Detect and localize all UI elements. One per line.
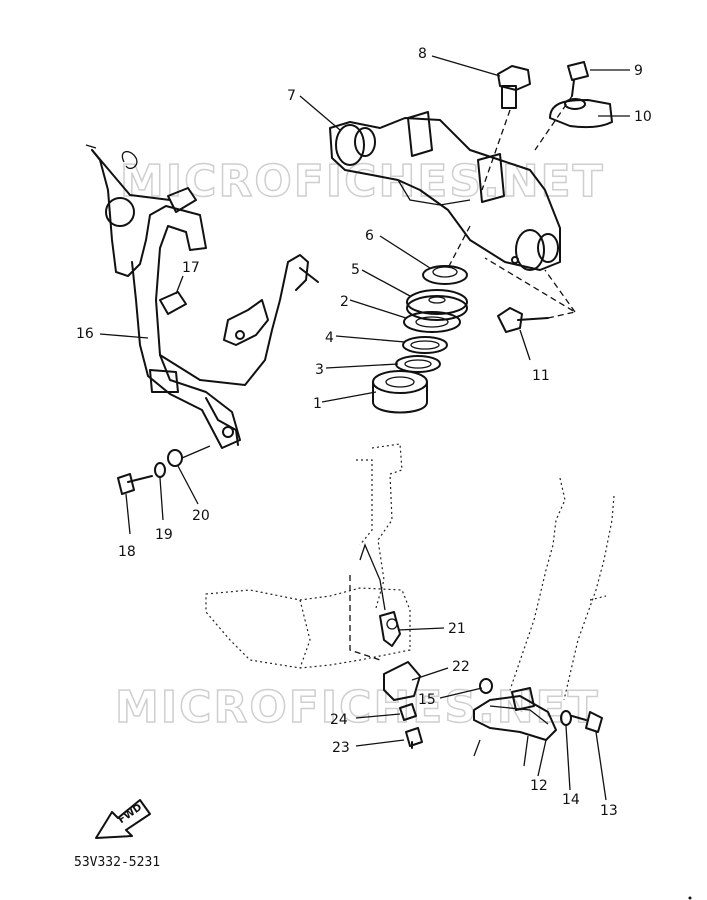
callout-15: 15 — [418, 692, 436, 708]
headlight-bracket — [85, 144, 319, 449]
plate-22 — [383, 661, 421, 701]
callout-14: 14 — [562, 792, 580, 808]
callout-11: 11 — [532, 368, 550, 384]
watermark-top: MICROFICHES.NET — [120, 156, 605, 207]
bolt-13 — [571, 711, 603, 733]
part-code: 53V332-5231 — [74, 855, 160, 870]
holder-12 — [473, 687, 557, 741]
axis-line — [447, 225, 471, 269]
corner-dot — [688, 896, 692, 900]
dust-cover-5 — [406, 289, 468, 321]
fwd-arrow: FWD — [95, 799, 151, 839]
steering-stem-ghost — [205, 443, 615, 701]
callout-24: 24 — [330, 712, 348, 728]
callout-23: 23 — [332, 740, 350, 756]
callout-12: 12 — [530, 778, 548, 794]
part-15 — [479, 678, 493, 694]
callout-8: 8 — [418, 46, 427, 62]
callout-19: 19 — [155, 527, 173, 543]
callout-5: 5 — [351, 262, 360, 278]
bolt-8 — [481, 65, 531, 191]
callout-17: 17 — [182, 260, 200, 276]
nut-24 — [399, 703, 417, 721]
fwd-label: FWD — [116, 802, 144, 826]
clip-17 — [159, 291, 187, 315]
washer-14 — [560, 710, 572, 726]
callout-9: 9 — [634, 63, 643, 79]
callout-labels: 1 2 3 4 5 6 7 8 9 10 11 12 13 14 15 16 1… — [76, 46, 652, 819]
leader-17 — [175, 275, 184, 295]
cable-guide-21 — [349, 543, 401, 661]
callout-18: 18 — [118, 544, 136, 560]
bearing-race-3 — [395, 355, 441, 373]
callout-7: 7 — [287, 88, 296, 104]
bearing-balls-4 — [402, 336, 448, 354]
bolt-9-holder-10 — [534, 61, 613, 151]
ring-nut-6 — [422, 265, 468, 285]
callout-3: 3 — [315, 362, 324, 378]
bearing-race-2 — [403, 311, 461, 333]
callout-10: 10 — [634, 109, 652, 125]
callout-20: 20 — [192, 508, 210, 524]
callout-2: 2 — [340, 294, 349, 310]
leader-lines — [99, 55, 630, 801]
bearing-1 — [372, 370, 428, 414]
callout-13: 13 — [600, 803, 618, 819]
callout-21: 21 — [448, 621, 466, 637]
bolt-18-set — [117, 445, 211, 495]
bolt-11 — [484, 257, 577, 333]
upper-bracket — [329, 111, 561, 271]
callout-4: 4 — [325, 330, 334, 346]
callout-1: 1 — [313, 396, 322, 412]
bolt-23 — [405, 727, 423, 749]
callout-22: 22 — [452, 659, 470, 675]
callout-6: 6 — [365, 228, 374, 244]
callout-16: 16 — [76, 326, 94, 342]
